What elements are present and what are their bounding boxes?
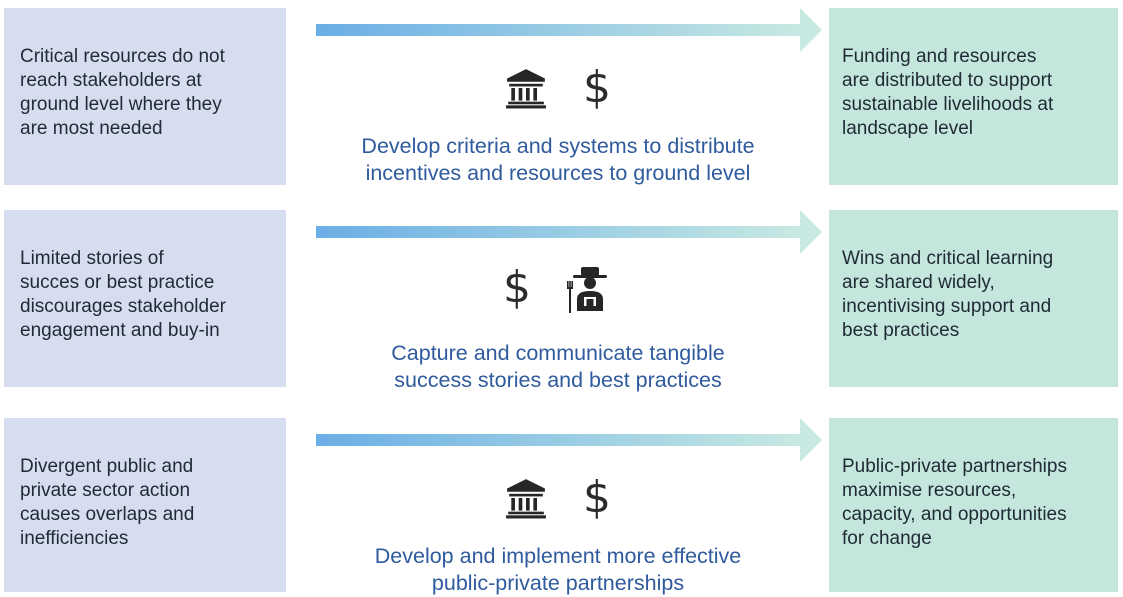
- icon-group: $: [287, 60, 829, 116]
- dollar-icon: $: [503, 262, 531, 313]
- problem-text: Critical resources do not reach stakehol…: [20, 46, 225, 139]
- outcome-box: Funding and resources are distributed to…: [829, 8, 1118, 185]
- outcome-box: Public-private partnerships maximise res…: [829, 418, 1118, 592]
- bank-icon: [505, 67, 547, 109]
- row-3: Divergent public and private sector acti…: [0, 392, 1123, 595]
- problem-box: Divergent public and private sector acti…: [4, 418, 286, 592]
- arrow: [316, 8, 822, 52]
- bank-icon: [505, 477, 547, 519]
- outcome-box: Wins and critical learning are shared wi…: [829, 210, 1118, 387]
- outcome-text: Funding and resources are distributed to…: [842, 46, 1054, 139]
- problem-text: Limited stories of succes or best practi…: [20, 248, 226, 341]
- dollar-icon: $: [583, 62, 611, 113]
- dollar-icon: $: [583, 472, 611, 523]
- arrow: [316, 210, 822, 254]
- problem-box: Critical resources do not reach stakehol…: [4, 8, 286, 185]
- icon-group: $: [287, 470, 829, 526]
- icon-group: $: [287, 260, 829, 316]
- farmer-icon: [567, 263, 613, 313]
- action-text: Capture and communicate tangible success…: [391, 341, 725, 392]
- row-1: Critical resources do not reach stakehol…: [0, 0, 1123, 196]
- action-text: Develop criteria and systems to distribu…: [361, 134, 755, 185]
- arrow: [316, 418, 822, 462]
- outcome-text: Wins and critical learning are shared wi…: [842, 248, 1054, 341]
- action-text: Develop and implement more effective pub…: [374, 544, 742, 595]
- problem-text: Divergent public and private sector acti…: [20, 456, 195, 549]
- outcome-text: Public-private partnerships maximise res…: [842, 456, 1067, 549]
- row-2: Limited stories of succes or best practi…: [0, 196, 1123, 392]
- problem-box: Limited stories of succes or best practi…: [4, 210, 286, 387]
